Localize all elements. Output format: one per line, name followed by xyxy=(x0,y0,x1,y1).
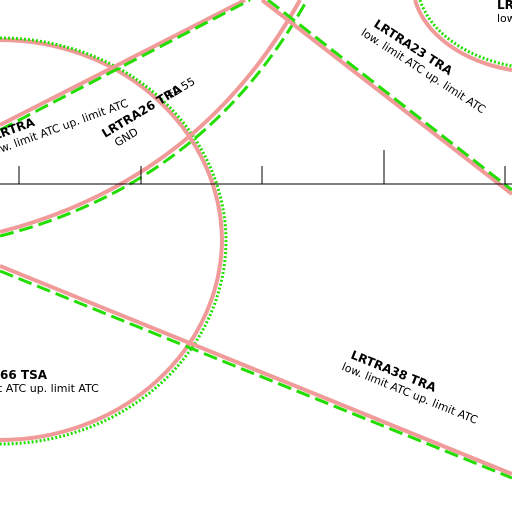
zone-upper-limit: FL 55 xyxy=(165,75,197,102)
zone-limits: low. limit ATC up. limit ATC xyxy=(497,12,512,25)
scale-bar xyxy=(0,150,512,185)
zone-limits: t ATC up. limit ATC xyxy=(0,382,99,395)
label-tsa66: 66 TSA t ATC up. limit ATC xyxy=(0,368,99,395)
zone-lrtra-left-boundary xyxy=(0,0,251,132)
zone-tsa66-boundary xyxy=(0,36,228,446)
zone-name: 66 TSA xyxy=(0,368,48,382)
zone-lrtra38-boundary xyxy=(0,264,512,480)
zone-limits: low. limit ATC up. limit ATC xyxy=(359,26,488,116)
label-lrtra-top-right: LRTRA low. limit ATC up. limit ATC xyxy=(497,0,512,25)
zone-name: LRTRA xyxy=(497,0,512,12)
zone-lrtra23-boundary xyxy=(260,0,512,196)
zone-top-right-boundary xyxy=(413,0,512,72)
zone-lrtra26-boundary xyxy=(0,0,309,238)
label-lrtra23: LRTRA23 TRA low. limit ATC up. limit ATC xyxy=(359,17,488,117)
